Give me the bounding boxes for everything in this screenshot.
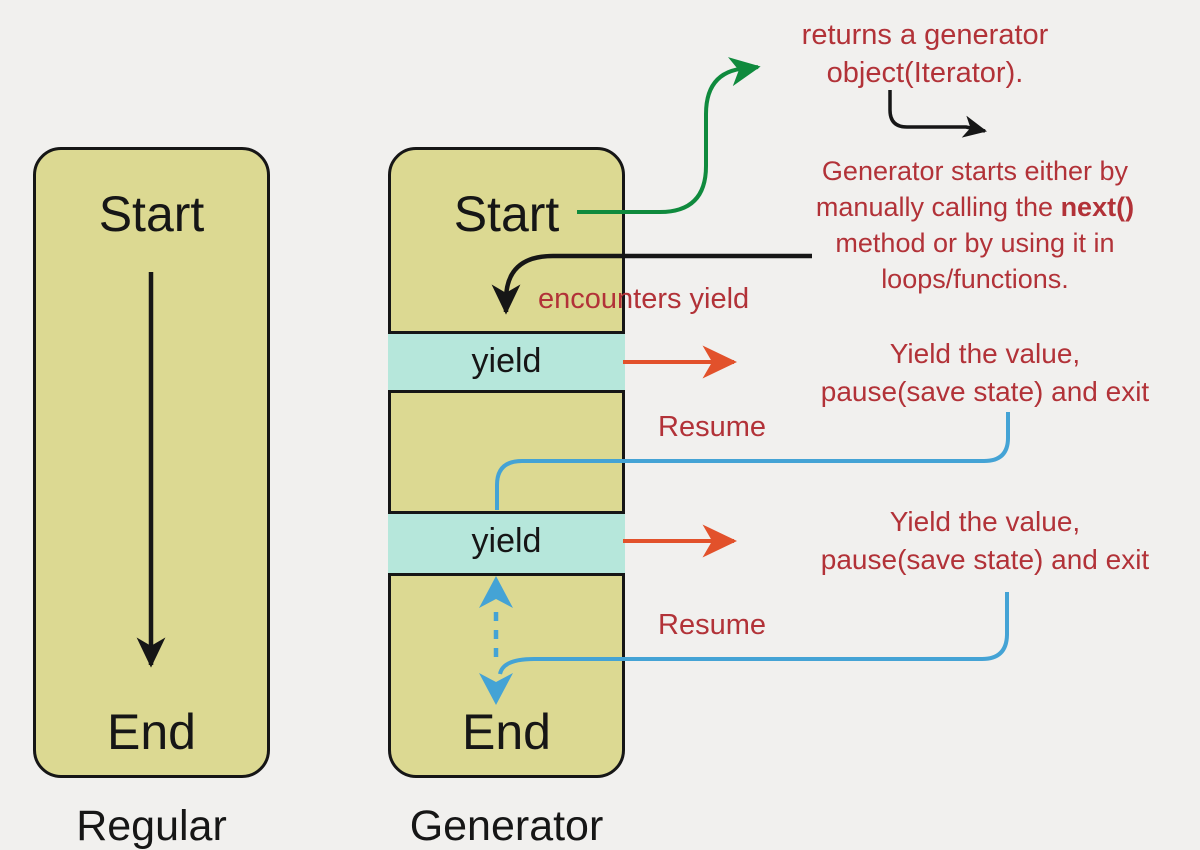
yield1-label: yield xyxy=(471,342,542,380)
generator-start-label: Start xyxy=(453,186,560,242)
yield-note-1-line1: Yield the value, xyxy=(889,338,1081,369)
resume-note-2: Resume xyxy=(658,609,766,641)
returns-generator-arrow xyxy=(577,57,761,214)
resume-note-1: Resume xyxy=(658,411,766,443)
regular-end-label: End xyxy=(107,704,196,760)
iterator-to-starts-arrow xyxy=(888,90,987,138)
yield-note-2-line1: Yield the value, xyxy=(889,506,1081,537)
returns-generator-note: returns a generator object(Iterator). xyxy=(725,16,1125,92)
returns-note-line2: object(Iterator). xyxy=(826,57,1024,89)
next-method-keyword: next() xyxy=(1060,192,1135,222)
yield-note-1-line2: pause(save state) and exit xyxy=(820,376,1150,407)
resume2-connector xyxy=(498,592,1009,675)
returns-note-line1: returns a generator xyxy=(801,19,1049,51)
yield-note-2: Yield the value, pause(save state) and e… xyxy=(785,503,1185,579)
starts-note-line2-text: manually calling the xyxy=(815,192,1061,222)
generator-end-label: End xyxy=(462,704,551,760)
starts-note-line4: loops/functions. xyxy=(881,264,1069,294)
pause-up-arrowhead xyxy=(479,576,513,608)
encounters-yield-note: encounters yield xyxy=(538,283,750,315)
yield-band-1 xyxy=(388,331,625,393)
generator-caption: Generator xyxy=(409,802,604,850)
regular-caption: Regular xyxy=(76,802,227,850)
starts-note-line2: manually calling the next() xyxy=(775,189,1175,225)
yield2-label: yield xyxy=(471,522,542,560)
starts-note-line3: method or by using it in xyxy=(835,228,1115,258)
pause-down-arrowhead xyxy=(479,673,513,705)
regular-start-label: Start xyxy=(98,186,205,242)
generator-starts-note: Generator starts either by manually call… xyxy=(775,153,1175,297)
yield-note-1: Yield the value, pause(save state) and e… xyxy=(785,335,1185,411)
encounters-yield-arrow xyxy=(491,253,812,315)
yield-note-2-line2: pause(save state) and exit xyxy=(820,544,1150,575)
starts-note-line1: Generator starts either by xyxy=(821,156,1129,186)
yield-band-2 xyxy=(388,511,625,576)
resume1-connector xyxy=(495,412,1010,510)
